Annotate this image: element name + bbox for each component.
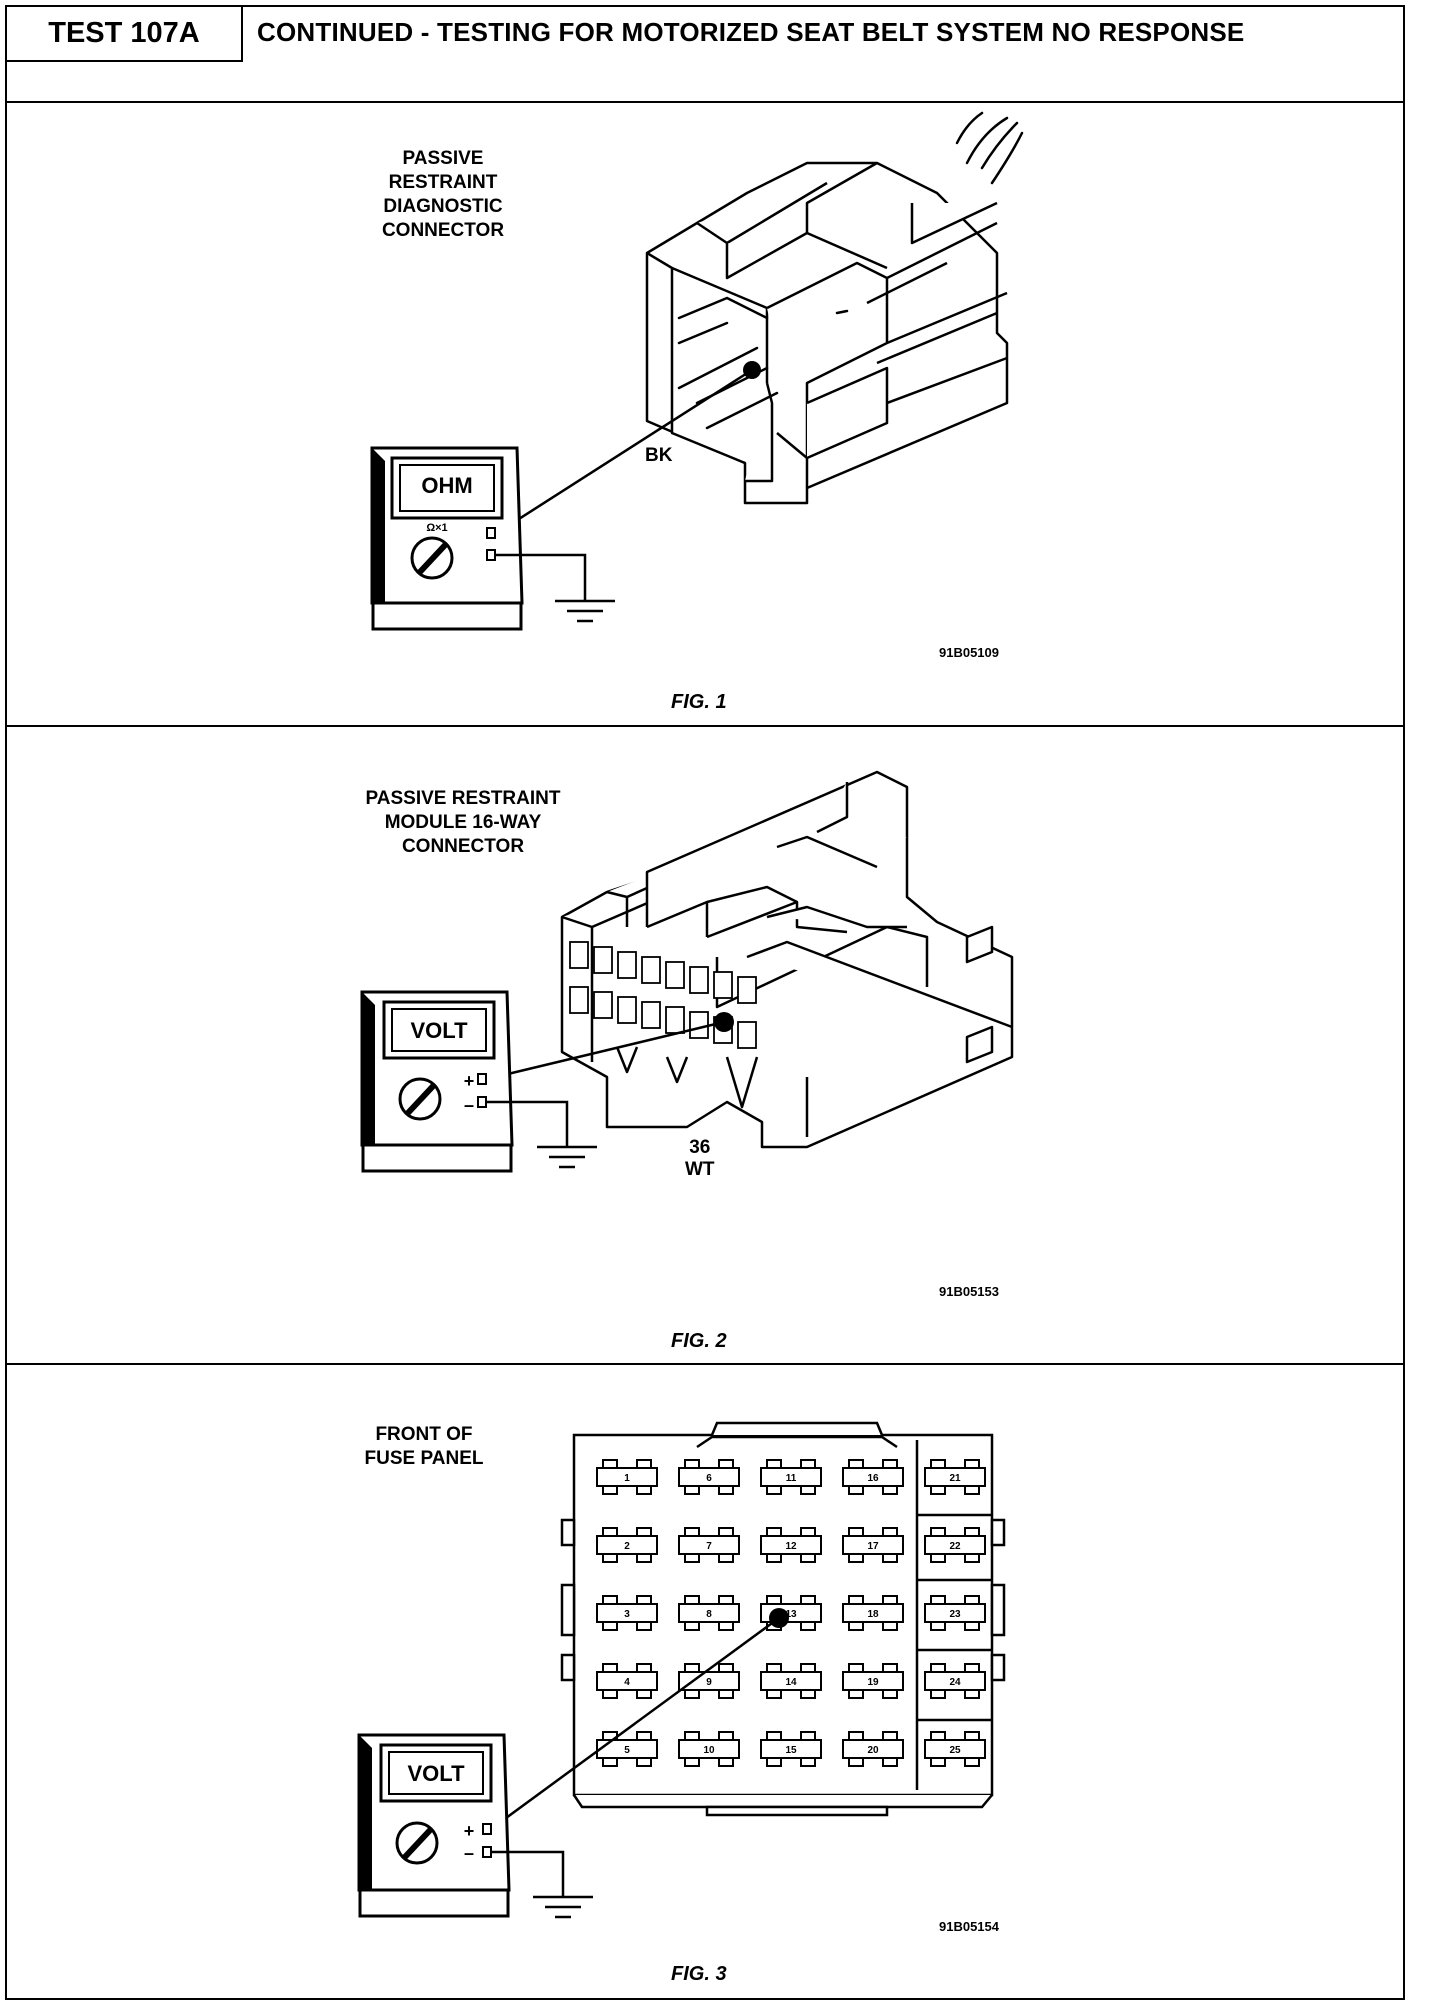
ground-symbol-icon [533, 1895, 593, 1919]
fig2-wire-label: 36 WT [685, 1137, 715, 1180]
fig1-drawing-code: 91B05109 [939, 645, 999, 660]
fig2-terminal-minus: – [464, 1095, 474, 1115]
fuse-slot: 17 [842, 1527, 904, 1563]
fuse-slot: 15 [760, 1731, 822, 1767]
fig3-terminal-minus: – [464, 1843, 474, 1863]
test-id-box: TEST 107A [7, 7, 243, 62]
fig1-wire-label: BK [645, 445, 673, 466]
fuse-number: 9 [706, 1677, 712, 1688]
fuse-number: 22 [949, 1541, 961, 1552]
fig2-caption: FIG. 2 [671, 1330, 727, 1352]
fig1-drawing: OHM Ω×1 [370, 111, 1024, 631]
ground-symbol-icon [555, 599, 615, 623]
fig3-caption: FIG. 3 [671, 1963, 727, 1985]
fuse-number: 5 [624, 1745, 630, 1756]
ohmmeter-icon [370, 446, 524, 631]
fuse-number: 6 [706, 1473, 712, 1484]
figure-2-panel: PASSIVE RESTRAINT MODULE 16-WAY CONNECTO… [7, 727, 1403, 1365]
fuse-slot: 10 [678, 1731, 740, 1767]
fuse-slot: 22 [924, 1527, 986, 1563]
fuse-number: 3 [624, 1609, 630, 1620]
page-title: CONTINUED - TESTING FOR MOTORIZED SEAT B… [257, 17, 1245, 47]
figure-1-panel: PASSIVE RESTRAINT DIAGNOSTIC CONNECTOR [7, 103, 1403, 727]
test-lead-wire [490, 1616, 780, 1831]
fuse-number: 16 [867, 1473, 879, 1484]
fuse-number: 10 [703, 1745, 715, 1756]
fuse-slot: 20 [842, 1731, 904, 1767]
fig2-drawing-code: 91B05153 [939, 1284, 999, 1299]
fuse-number: 11 [786, 1473, 797, 1484]
ground-symbol-icon [537, 1145, 597, 1169]
fuse-number: 13 [785, 1609, 797, 1620]
fuse-slot: 21 [924, 1459, 986, 1495]
fig3-component-label: FRONT OF FUSE PANEL [364, 1424, 484, 1469]
module-16-way-connector-icon [560, 770, 1014, 1149]
fuse-slot: 9 [678, 1663, 740, 1699]
fuse-slot: 5 [596, 1731, 658, 1767]
fuse-number: 8 [706, 1609, 712, 1620]
fuse-slot: 8 [678, 1595, 740, 1631]
fig1-caption: FIG. 1 [671, 691, 727, 713]
page-frame: TEST 107A CONTINUED - TESTING FOR MOTORI… [5, 5, 1405, 2000]
fuse-slot: 3 [596, 1595, 658, 1631]
test-lead-wire [486, 1020, 725, 1081]
fuse-slot: 12 [760, 1527, 822, 1563]
fuse-number: 20 [867, 1745, 879, 1756]
fuse-number: 18 [867, 1609, 879, 1620]
fig2-meter-display: VOLT [410, 1018, 468, 1043]
voltmeter-icon [357, 1733, 511, 1918]
fig3-meter-display: VOLT [407, 1761, 465, 1786]
fuse-slot: 25 [924, 1731, 986, 1767]
fuse-slot: 23 [924, 1595, 986, 1631]
test-lead-wire [496, 368, 753, 535]
fuse-slot: 11 [760, 1459, 822, 1495]
fig1-meter-range: Ω×1 [426, 522, 447, 534]
fig3-terminal-plus: + [464, 1821, 475, 1841]
page-header: TEST 107A CONTINUED - TESTING FOR MOTORI… [7, 7, 1403, 103]
fuse-number: 21 [949, 1473, 961, 1484]
fuse-number: 24 [949, 1677, 961, 1688]
fuse-slot: 14 [760, 1663, 822, 1699]
fuse-slot: 4 [596, 1663, 658, 1699]
fuse-slot: 2 [596, 1527, 658, 1563]
fuse-number: 7 [706, 1541, 712, 1552]
fig2-component-label: PASSIVE RESTRAINT MODULE 16-WAY CONNECTO… [365, 788, 561, 857]
fig2-terminal-plus: + [464, 1071, 475, 1091]
fuse-number: 25 [949, 1745, 961, 1756]
fuse-number: 14 [785, 1677, 797, 1688]
fuse-slot: 18 [842, 1595, 904, 1631]
fig2-drawing: VOLT + – [360, 770, 1014, 1173]
fuse-number: 23 [949, 1609, 961, 1620]
fig1-component-label: PASSIVE RESTRAINT DIAGNOSTIC CONNECTOR [381, 148, 505, 241]
fuse-number: 15 [785, 1745, 797, 1756]
fuse-slot: 24 [924, 1663, 986, 1699]
fuse-slot: 16 [842, 1459, 904, 1495]
fuse-number: 1 [624, 1473, 630, 1484]
fuse-number: 17 [867, 1541, 879, 1552]
fuse-slot: 7 [678, 1527, 740, 1563]
fuse-slot: 6 [678, 1459, 740, 1495]
fuse-number: 19 [867, 1677, 879, 1688]
fig1-meter-display: OHM [421, 473, 472, 498]
fuse-number: 2 [624, 1541, 630, 1552]
fuse-slot: 19 [842, 1663, 904, 1699]
fuse-number: 12 [785, 1541, 797, 1552]
diagnostic-connector-icon [645, 161, 1009, 505]
fuse-slot: 1 [596, 1459, 658, 1495]
voltmeter-icon [360, 990, 514, 1173]
fig3-drawing-code: 91B05154 [939, 1919, 999, 1934]
fuse-number: 4 [624, 1677, 630, 1688]
